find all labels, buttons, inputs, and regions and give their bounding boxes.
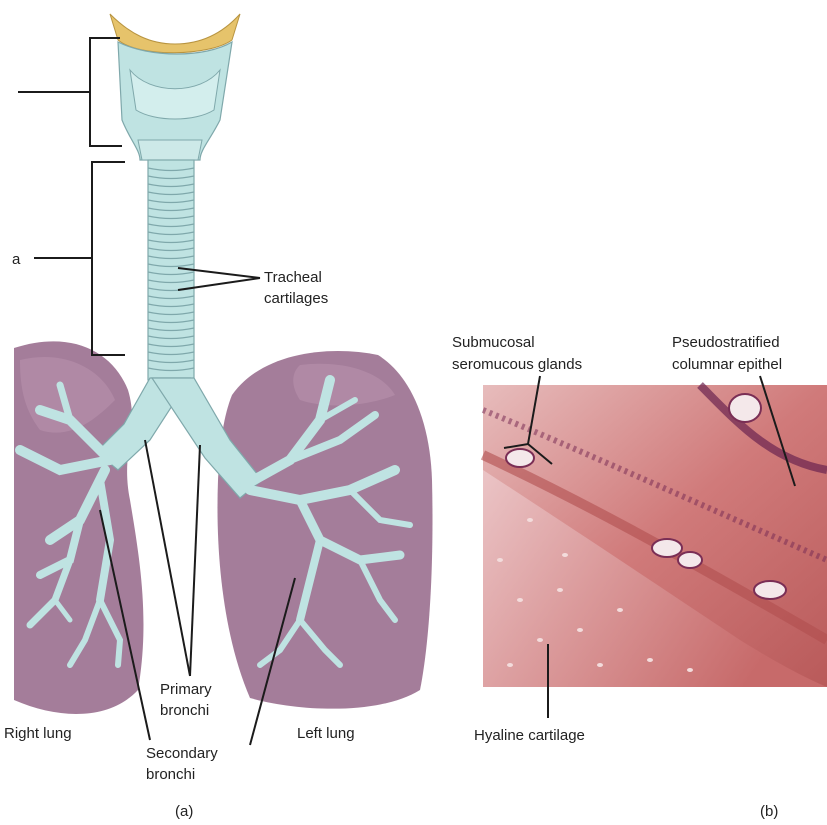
chondrocyte: [647, 658, 653, 662]
chondrocyte: [577, 628, 583, 632]
panel-b: Submucosal seromucous glands Pseudostrat…: [452, 334, 827, 820]
label-left-lung: Left lung: [297, 725, 355, 742]
chondrocyte: [557, 588, 563, 592]
label-tracheal-1: Tracheal: [264, 269, 322, 286]
chondrocyte: [497, 558, 503, 562]
primary-bronchi-leader-right: [145, 440, 190, 676]
chondrocyte: [687, 668, 693, 672]
label-pseudo-1: Pseudostratified: [672, 334, 780, 351]
chondrocyte: [537, 638, 543, 642]
label-right-lung: Right lung: [4, 725, 72, 742]
larynx-bracket: [90, 38, 122, 146]
label-hyaline: Hyaline cartilage: [474, 727, 585, 744]
trachea-bracket: [92, 162, 125, 355]
label-tracheal-2: cartilages: [264, 290, 328, 307]
label-primary-1: Primary: [160, 681, 212, 698]
label-submucosal-1: Submucosal: [452, 334, 535, 351]
chondrocyte: [562, 553, 568, 557]
caption-a: (a): [175, 803, 193, 820]
caption-b: (b): [760, 803, 778, 820]
panel-a: a Tracheal cartilages Primary bronchi Ri…: [4, 14, 433, 820]
primary-bronchi-leader-left: [190, 445, 200, 676]
label-trachea-cut: a: [12, 251, 21, 268]
label-secondary-1: Secondary: [146, 745, 218, 762]
cricoid-cartilage: [138, 140, 202, 160]
label-primary-2: bronchi: [160, 702, 209, 719]
chondrocyte: [527, 518, 533, 522]
label-submucosal-2: seromucous glands: [452, 356, 582, 373]
chondrocyte: [517, 598, 523, 602]
chondrocyte: [597, 663, 603, 667]
chondrocyte: [617, 608, 623, 612]
label-pseudo-2: columnar epithel: [672, 356, 782, 373]
chondrocyte: [507, 663, 513, 667]
label-secondary-2: bronchi: [146, 766, 195, 783]
